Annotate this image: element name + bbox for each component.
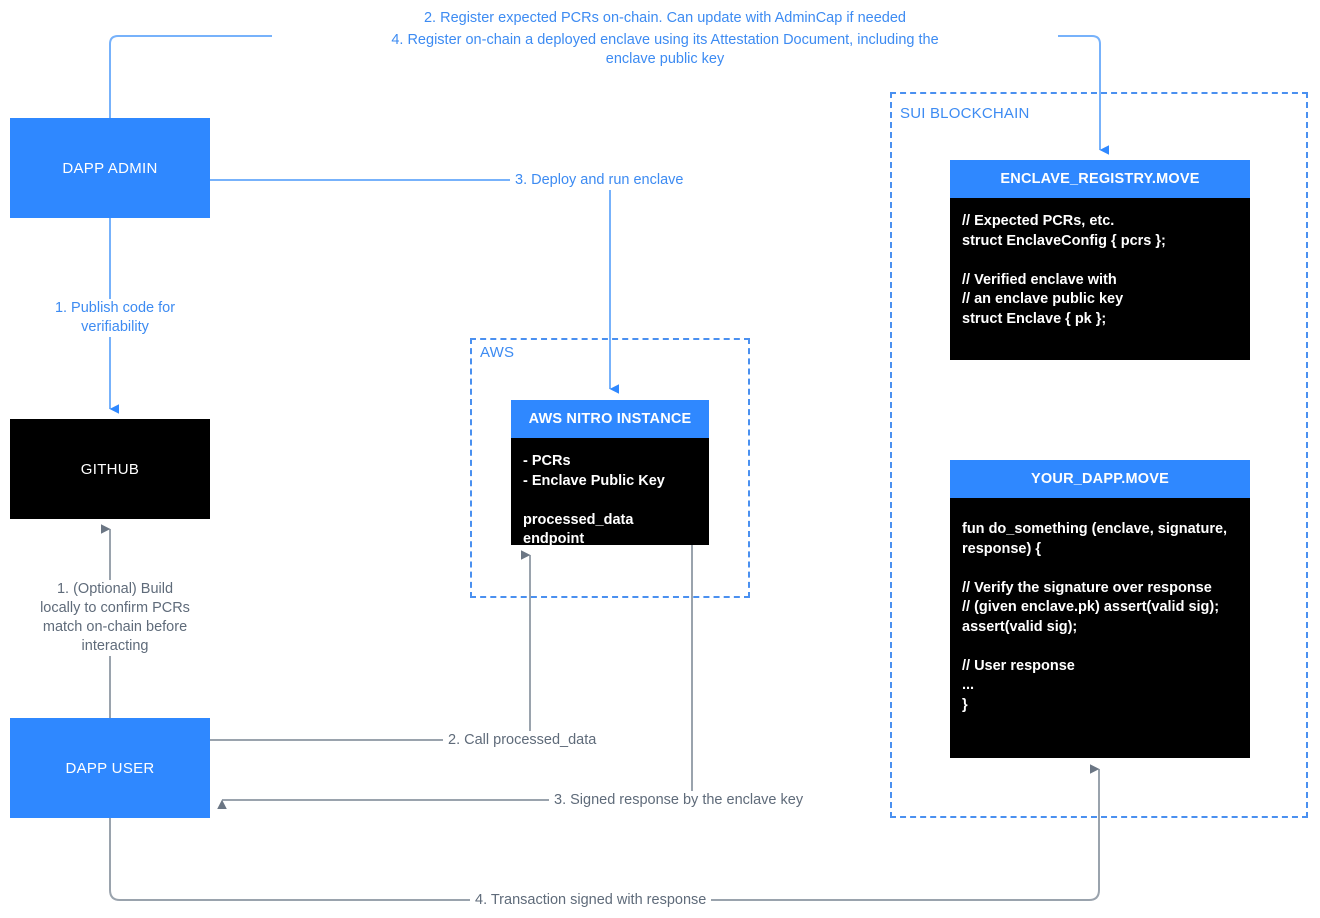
node-dapp-user-label: DAPP USER (65, 759, 155, 777)
group-aws-label: AWS (476, 344, 519, 361)
edge-label-call-processed-data: 2. Call processed_data (443, 731, 602, 750)
node-github-label: GITHUB (80, 460, 140, 478)
edge-label-signed-response: 3. Signed response by the enclave key (549, 791, 809, 810)
edge-label-register-enclave: 4. Register on-chain a deployed enclave … (272, 31, 1058, 69)
node-dapp-admin-label: DAPP ADMIN (62, 159, 158, 177)
node-github[interactable]: GITHUB (10, 419, 210, 519)
edge-label-transaction-signed: 4. Transaction signed with response (470, 891, 712, 910)
node-your-dapp-body: fun do_something (enclave, signature, re… (950, 498, 1250, 758)
group-sui-label: SUI BLOCKCHAIN (896, 105, 1034, 122)
node-aws-nitro-instance[interactable]: AWS NITRO INSTANCE - PCRs - Enclave Publ… (511, 400, 709, 547)
node-your-dapp-title: YOUR_DAPP.MOVE (950, 460, 1250, 498)
node-enclave-registry-title: ENCLAVE_REGISTRY.MOVE (950, 160, 1250, 198)
node-dapp-user[interactable]: DAPP USER (10, 718, 210, 818)
node-aws-nitro-title: AWS NITRO INSTANCE (511, 400, 709, 438)
node-your-dapp-move[interactable]: YOUR_DAPP.MOVE fun do_something (enclave… (950, 460, 1250, 758)
group-sui-blockchain (890, 92, 1308, 818)
edge-label-register-pcrs: 2. Register expected PCRs on-chain. Can … (302, 9, 1028, 28)
edge-label-optional-build-locally: 1. (Optional) Build locally to confirm P… (18, 580, 212, 656)
edge-label-deploy-run-enclave: 3. Deploy and run enclave (510, 171, 689, 190)
edge-label-publish-code: 1. Publish code for verifiability (20, 299, 210, 337)
node-dapp-admin[interactable]: DAPP ADMIN (10, 118, 210, 218)
node-enclave-registry-body: // Expected PCRs, etc. struct EnclaveCon… (950, 198, 1250, 360)
node-aws-nitro-body: - PCRs - Enclave Public Key processed_da… (511, 438, 709, 547)
node-enclave-registry-move[interactable]: ENCLAVE_REGISTRY.MOVE // Expected PCRs, … (950, 160, 1250, 360)
group-aws (470, 338, 750, 598)
